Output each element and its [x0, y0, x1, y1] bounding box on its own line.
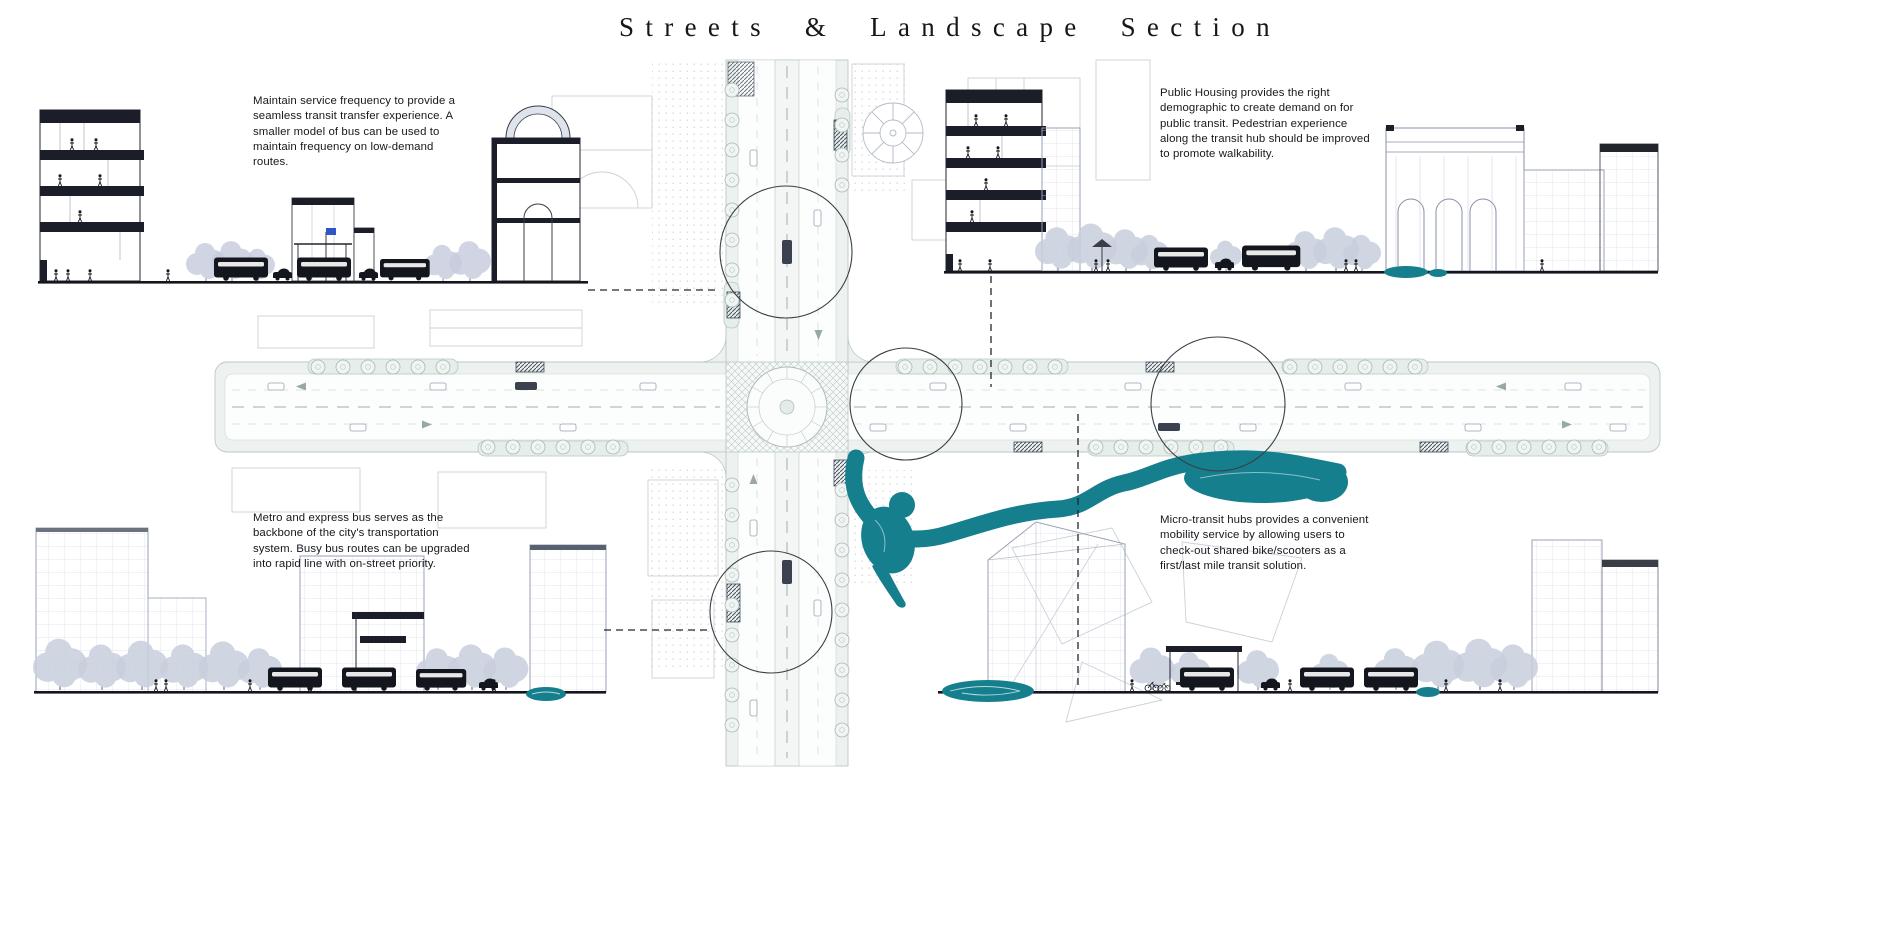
annotation-bottom-right: Micro-transit hubs provides a convenient… [1160, 514, 1369, 572]
bus-icon [380, 259, 430, 281]
lane-markings [232, 66, 1648, 758]
ground-line [944, 271, 1658, 274]
plaza-dot-texture [648, 62, 912, 668]
section-bottom-left-drawing [32, 527, 607, 701]
annotation-top-left: Maintain service frequency to provide a … [253, 95, 456, 169]
bus-icon [1154, 247, 1208, 271]
annotation-bottom-left: Metro and express bus serves as the back… [253, 512, 470, 570]
building-classical [1385, 125, 1525, 272]
callout-circle-metro-backbone [709, 550, 833, 674]
compass-roundel [862, 102, 924, 164]
waterline [1384, 266, 1447, 278]
ground-line [938, 691, 1658, 694]
building-right-edge [1601, 559, 1659, 693]
building-complex [987, 521, 1126, 693]
leader-lines [588, 276, 1079, 689]
building-dark-slab-tall [945, 89, 1046, 272]
callout-circle-transit-frequency [719, 185, 853, 319]
street-plan [214, 59, 1661, 767]
callout-circle-micro-transit [1150, 336, 1286, 472]
bus-icon [1364, 667, 1418, 691]
bus-icon [214, 257, 268, 281]
pond [526, 687, 566, 701]
bus-icon [297, 257, 351, 281]
section-bottom-right-drawing [938, 521, 1659, 702]
ground-line [38, 281, 588, 284]
transit-stop-flag [326, 228, 336, 235]
section-top-left-drawing [38, 105, 588, 284]
building-dark-slab [39, 109, 144, 282]
building-outline-right [529, 544, 607, 693]
intersection [725, 361, 849, 453]
building-right-edge [1599, 143, 1659, 272]
bus-icon [268, 667, 322, 691]
bus-icon [416, 669, 467, 691]
section-top-right-drawing [944, 89, 1659, 278]
building-dome-hall [491, 105, 581, 282]
waterline [942, 680, 1440, 702]
ground-line [34, 691, 606, 694]
callout-circle-public-housing [849, 347, 963, 461]
annotation-top-right: Public Housing provides the right demogr… [1160, 87, 1370, 161]
building-outline-tower [1531, 539, 1603, 693]
bus-icon [342, 667, 396, 691]
building-wing [1523, 169, 1605, 272]
river [845, 449, 1348, 608]
bus-icon [1300, 667, 1354, 691]
intersection-plaza [746, 366, 828, 448]
car-icon [273, 268, 292, 281]
plan-vehicles [267, 149, 1627, 717]
umbrella-stall [1092, 239, 1112, 271]
bus-icon [1242, 245, 1301, 271]
bus-icon [1180, 667, 1234, 691]
page-title: Streets & Landscape Section [619, 12, 1281, 42]
callout-circles [709, 185, 1286, 674]
